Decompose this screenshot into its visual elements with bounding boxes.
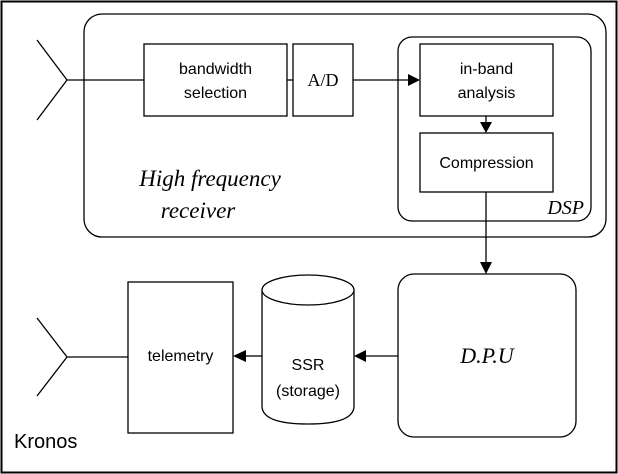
bandwidth-selection-block [143,43,288,117]
dpu-to-ssr-arrowhead [354,350,366,362]
inband-to-compression-arrowhead [480,122,492,133]
telemetry-block [127,281,234,434]
ad-to-inband-arrowhead [408,74,420,86]
in-band-analysis-line2: analysis [458,85,516,102]
output-antenna-icon [36,317,68,397]
in-band-analysis-block [419,43,554,117]
ad-converter-label: A/D [308,70,339,90]
ssr-storage-cylinder [261,290,355,425]
bandwidth-selection-line2: selection [184,85,247,102]
kronos-title: Kronos [14,431,77,453]
in-band-analysis-line1: in-band [460,61,513,78]
compression-label: Compression [439,155,533,172]
bandwidth-selection-line1: bandwidth [179,61,252,78]
ssr-label-line1: SSR [292,357,325,374]
ssr-label-line2: (storage) [276,383,340,400]
ssr-cylinder-top [261,274,355,306]
receiver-label-line1: High frequency [138,166,281,191]
telemetry-label: telemetry [148,348,214,365]
ad-converter-block [292,43,354,117]
compression-to-dpu-arrowhead [480,262,492,274]
dpu-label: D.P.U [459,343,515,368]
receiver-label-line2: receiver [161,198,237,223]
dsp-label: DSP [546,197,584,219]
ssr-to-telemetry-arrowhead [233,350,246,362]
input-antenna-icon [36,39,68,121]
